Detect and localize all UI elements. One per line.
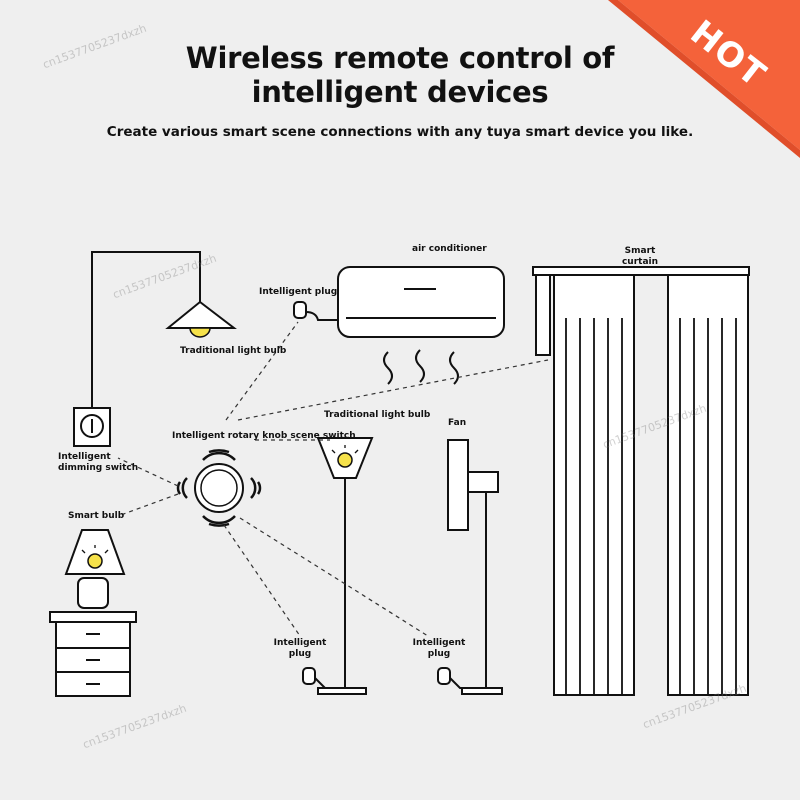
label-plug-right-line-2: plug: [427, 649, 451, 659]
fan-icon: [447, 439, 503, 695]
page-subtitle: Create various smart scene connections w…: [106, 124, 694, 140]
label-traditional-light-bulb-ceiling: Traditional light bulb: [180, 346, 287, 356]
smart-curtain-icon: [532, 266, 750, 696]
label-rotary-knob-switch: Intelligent rotary knob scene switch: [172, 431, 356, 441]
page-title-line-2: intelligent devices: [251, 75, 549, 109]
connection-lines: [117, 321, 549, 637]
page-title-line-1: Wireless remote control of: [185, 41, 615, 75]
plug-icon-top: [293, 301, 338, 321]
label-dimming-switch-line-2: dimming switch: [58, 463, 139, 473]
dimming-switch-icon: [73, 407, 111, 447]
label-smart-bulb: Smart bulb: [68, 511, 125, 521]
label-plug-right-line-1: Intelligent: [412, 638, 466, 648]
label-traditional-light-bulb-floor: Traditional light bulb: [324, 410, 431, 420]
label-intelligent-plug-top: Intelligent plug: [259, 287, 338, 297]
label-plug-left-line-2: plug: [288, 649, 312, 659]
bedside-lamp-icon: [64, 529, 126, 609]
air-conditioner-icon: [337, 266, 505, 385]
hot-badge: [608, 0, 800, 158]
label-smart-curtain-line-2: curtain: [621, 257, 659, 267]
label-air-conditioner: air conditioner: [412, 244, 487, 254]
plug-icon-left: [302, 667, 340, 689]
rotary-knob-switch-icon: [176, 449, 262, 527]
label-plug-left-line-1: Intelligent: [273, 638, 327, 648]
label-fan: Fan: [448, 418, 467, 428]
ceiling-lamp-icon: [91, 251, 237, 408]
label-dimming-switch-line-1: Intelligent: [58, 452, 111, 462]
nightstand-icon: [49, 611, 137, 697]
floor-lamp-icon: [316, 437, 374, 695]
label-smart-curtain-line-1: Smart: [624, 246, 656, 256]
plug-icon-right: [437, 667, 478, 689]
